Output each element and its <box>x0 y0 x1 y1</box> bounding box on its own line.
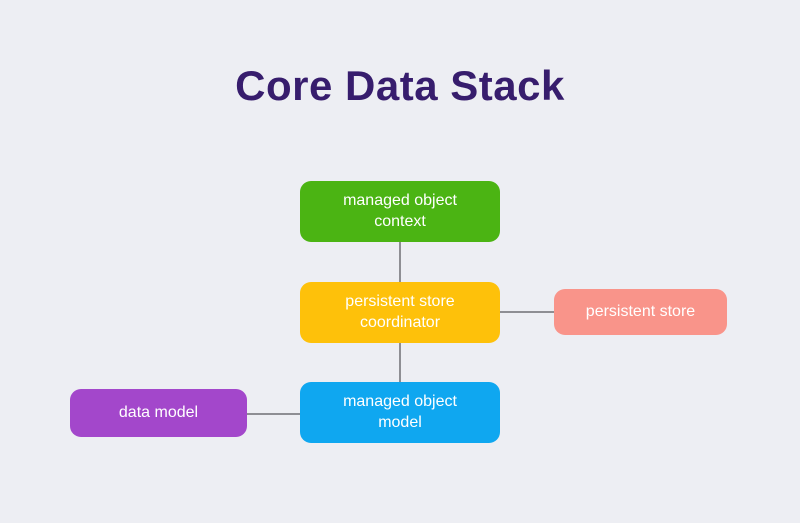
edge-context-to-coordinator <box>399 242 401 282</box>
diagram-title: Core Data Stack <box>235 62 565 109</box>
node-persistent-store: persistent store <box>554 289 727 335</box>
edge-coordinator-to-persistent-store <box>500 311 554 313</box>
node-managed-object-model: managed object model <box>300 382 500 443</box>
node-persistent-store-coordinator: persistent store coordinator <box>300 282 500 343</box>
node-data-model: data model <box>70 389 247 437</box>
edge-datamodel-to-model <box>247 413 300 415</box>
edge-coordinator-to-model <box>399 343 401 382</box>
node-managed-object-context: managed object context <box>300 181 500 242</box>
